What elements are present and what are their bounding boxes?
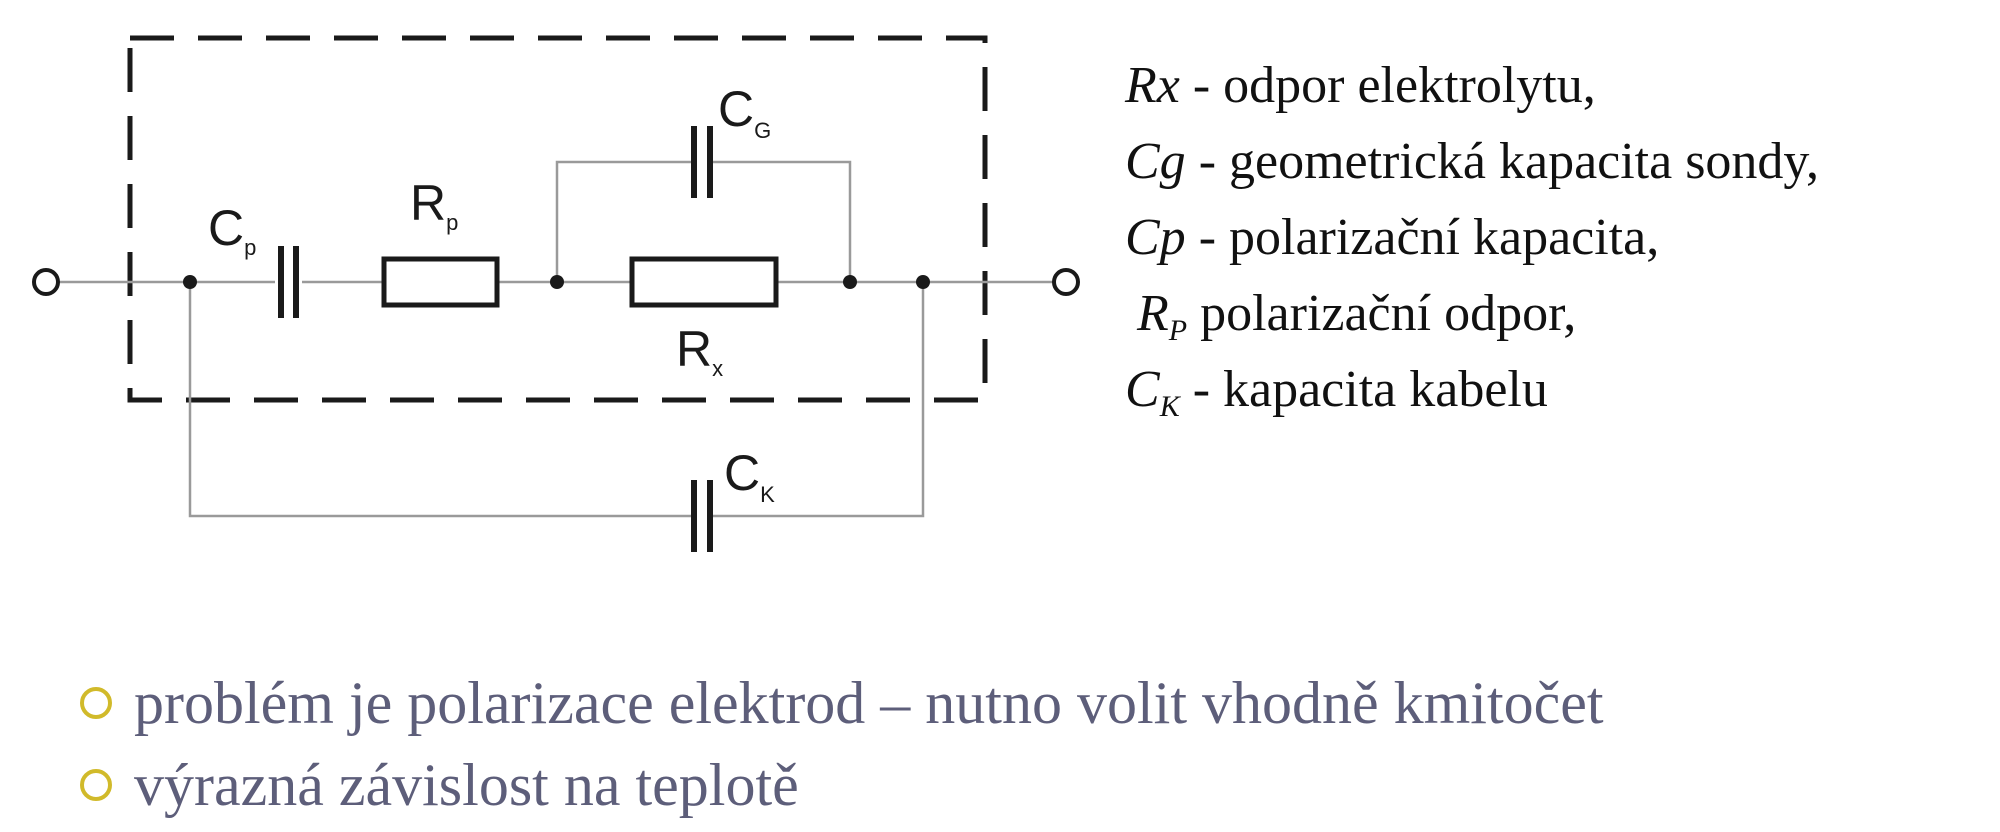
legend-row-cp: Cp - polarizační kapacita,: [1125, 200, 1819, 276]
terminal-right: [1052, 268, 1080, 296]
bullet-text: problém je polarizace elektrod – nutno v…: [134, 669, 1604, 736]
capacitor-cp: [278, 246, 299, 318]
bullet-circle-icon: [80, 687, 112, 719]
legend-text: - odpor elektrolytu,: [1179, 57, 1596, 114]
junction-dots: [183, 275, 930, 289]
terminal-left: [32, 268, 60, 296]
legend-symbol: CK: [1125, 361, 1180, 423]
legend-text: polarizační odpor,: [1187, 285, 1577, 342]
capacitor-cg: [691, 126, 713, 198]
resistor-rx: [629, 256, 779, 308]
legend-row-rp: RP polarizační odpor,: [1125, 276, 1819, 352]
capacitor-ck: [691, 480, 713, 552]
wires: [57, 160, 1055, 518]
label-cp: Cp: [208, 200, 256, 260]
label-rx: Rx: [676, 321, 723, 381]
legend-text: - polarizační kapacita,: [1185, 209, 1660, 266]
legend-text: - geometrická kapacita sondy,: [1185, 133, 1820, 190]
bullet-item: výrazná závislost na teplotě: [80, 744, 1604, 826]
legend-symbol: RP: [1137, 285, 1188, 347]
bullet-text: výrazná závislost na teplotě: [134, 751, 799, 818]
legend-row-cg: Cg - geometrická kapacita sondy,: [1125, 124, 1819, 200]
legend-symbol: Cp: [1125, 209, 1186, 266]
circuit-diagram: Cp Rp CG Rx CK: [32, 35, 1080, 552]
legend-symbol: Rx: [1125, 57, 1180, 114]
bullet-circle-icon: [80, 769, 112, 801]
probe-enclosure: [127, 35, 988, 403]
bullet-item: problém je polarizace elektrod – nutno v…: [80, 662, 1604, 744]
component-legend: Rx - odpor elektrolytu, Cg - geometrická…: [1125, 48, 1819, 428]
legend-row-ck: CK - kapacita kabelu: [1125, 352, 1819, 428]
legend-row-rx: Rx - odpor elektrolytu,: [1125, 48, 1819, 124]
legend-text: - kapacita kabelu: [1179, 361, 1548, 418]
label-cg: CG: [718, 81, 771, 143]
bullet-list: problém je polarizace elektrod – nutno v…: [80, 662, 1604, 826]
legend-symbol: Cg: [1125, 133, 1186, 190]
label-rp: Rp: [410, 175, 458, 235]
label-ck: CK: [724, 445, 775, 507]
resistor-rp: [381, 256, 500, 308]
